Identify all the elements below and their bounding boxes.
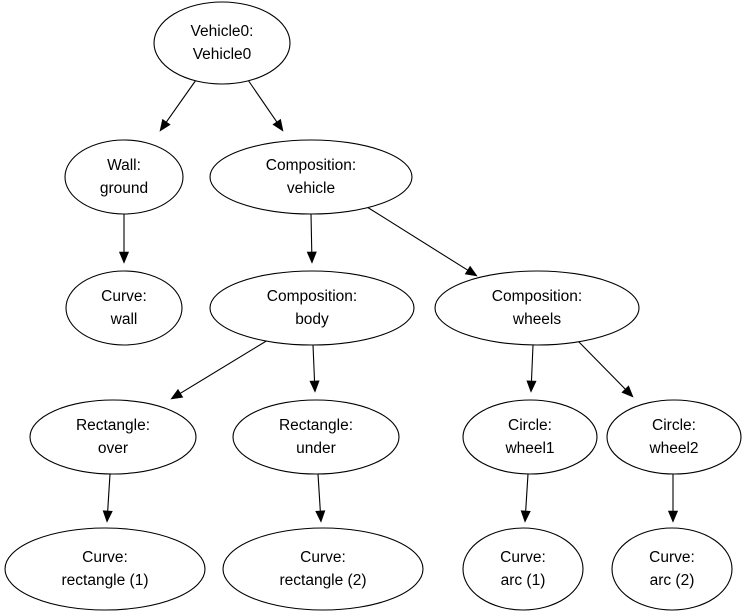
graph-node-over[interactable]: Rectangle: over (29, 399, 197, 475)
node-ellipse[interactable] (606, 399, 742, 475)
graph-node-body[interactable]: Composition: body (209, 270, 415, 346)
graph-edge-over-to-rectangle1 (102, 473, 113, 523)
graph-edge-wheel1-to-arc1 (520, 473, 531, 523)
edges-layer (102, 79, 679, 523)
node-label-name: body (295, 311, 329, 328)
node-label-type: Curve: (82, 549, 128, 566)
edge-line (247, 79, 279, 124)
graph-node-under[interactable]: Rectangle: under (232, 399, 400, 475)
node-ellipse[interactable] (209, 270, 415, 346)
graph-node-rectangle2[interactable]: Curve: rectangle (2) (222, 527, 424, 611)
edge-arrowhead-icon (315, 510, 326, 523)
edge-line (164, 79, 197, 124)
node-ellipse[interactable] (611, 527, 733, 611)
graph-node-vehicle[interactable]: Composition: vehicle (209, 139, 413, 215)
node-label-name: wheel1 (504, 440, 554, 457)
edge-line (576, 339, 628, 391)
node-label-name: arc (2) (650, 572, 695, 589)
node-label-name: vehicle (287, 180, 335, 197)
node-label-type: Composition: (492, 288, 582, 305)
edge-arrowhead-icon (306, 251, 317, 264)
graph-edge-under-to-rectangle2 (315, 473, 326, 523)
graph-node-rectangle1[interactable]: Curve: rectangle (1) (4, 527, 206, 611)
node-label-type: Curve: (649, 549, 695, 566)
edge-line (317, 473, 321, 514)
node-ellipse[interactable] (209, 139, 413, 215)
edge-arrowhead-icon (526, 380, 537, 393)
node-label-type: Curve: (300, 549, 346, 566)
graph-node-wheels[interactable]: Composition: wheels (434, 270, 640, 346)
node-label-name: wheels (512, 311, 561, 328)
node-ellipse[interactable] (29, 399, 197, 475)
nodes-layer: Vehicle0:Vehicle0Wall:groundComposition:… (4, 1, 742, 611)
node-label-name: Vehicle0 (193, 46, 252, 63)
node-label-type: Composition: (267, 288, 357, 305)
edge-arrowhead-icon (272, 118, 284, 132)
node-label-name: rectangle (1) (61, 572, 148, 589)
edge-arrowhead-icon (170, 388, 184, 400)
node-ellipse[interactable] (462, 527, 584, 611)
graph-edge-vehicle-to-wheels (366, 206, 478, 277)
graph-edge-wheel2-to-arc2 (667, 474, 679, 523)
edge-arrowhead-icon (102, 510, 113, 523)
node-ellipse[interactable] (462, 399, 598, 475)
edge-line (178, 339, 269, 395)
node-ellipse[interactable] (434, 270, 640, 346)
edge-arrowhead-icon (667, 510, 679, 523)
node-label-name: ground (100, 180, 148, 197)
node-label-type: Circle: (508, 417, 552, 434)
node-label-name: rectangle (2) (279, 572, 366, 589)
edge-arrowhead-icon (159, 118, 171, 132)
edge-arrowhead-icon (621, 385, 634, 398)
edge-line (525, 473, 529, 514)
graph-node-wall[interactable]: Curve: wall (65, 270, 183, 346)
node-label-name: arc (1) (501, 572, 546, 589)
graph-node-arc1[interactable]: Curve: arc (1) (462, 527, 584, 611)
edge-arrowhead-icon (520, 510, 531, 523)
graph-edge-body-to-under (309, 344, 320, 393)
node-ellipse[interactable] (4, 527, 206, 611)
graph-edge-wheels-to-wheel2 (576, 339, 634, 398)
node-label-name: under (296, 440, 336, 457)
graph-edge-wheels-to-wheel1 (526, 344, 537, 393)
node-ellipse[interactable] (65, 270, 183, 346)
node-label-type: Vehicle0: (191, 23, 254, 40)
node-ellipse[interactable] (153, 1, 291, 85)
node-ellipse[interactable] (222, 527, 424, 611)
graph-node-wheel2[interactable]: Circle: wheel2 (606, 399, 742, 475)
edge-line (530, 344, 534, 384)
graph-edge-ground-to-wall (118, 214, 130, 264)
edge-arrowhead-icon (464, 265, 478, 277)
node-label-name: wheel2 (648, 440, 698, 457)
node-label-type: Circle: (652, 417, 696, 434)
edge-line (107, 473, 111, 514)
edge-arrowhead-icon (118, 251, 130, 264)
node-label-type: Rectangle: (76, 417, 150, 434)
graph-node-ground[interactable]: Wall: ground (64, 139, 184, 215)
graph-edge-body-to-over (170, 339, 269, 400)
graph-node-vehicle0[interactable]: Vehicle0: Vehicle0 (153, 1, 291, 85)
node-label-type: Curve: (101, 288, 147, 305)
edge-line (310, 213, 313, 255)
node-label-name: over (98, 440, 128, 457)
node-label-type: Composition: (266, 157, 356, 174)
edge-line (312, 344, 316, 384)
edge-line (366, 206, 470, 272)
edge-arrowhead-icon (309, 380, 320, 393)
graph-edge-vehicle0-to-ground (159, 79, 197, 132)
node-label-name: wall (110, 311, 138, 328)
node-label-type: Rectangle: (279, 417, 353, 434)
node-label-type: Wall: (107, 157, 141, 174)
node-ellipse[interactable] (232, 399, 400, 475)
node-ellipse[interactable] (64, 139, 184, 215)
node-label-type: Curve: (500, 549, 546, 566)
graph-node-arc2[interactable]: Curve: arc (2) (611, 527, 733, 611)
graph-edge-vehicle-to-body (306, 213, 317, 264)
graph-edge-vehicle0-to-vehicle (247, 79, 284, 132)
graph-node-wheel1[interactable]: Circle: wheel1 (462, 399, 598, 475)
